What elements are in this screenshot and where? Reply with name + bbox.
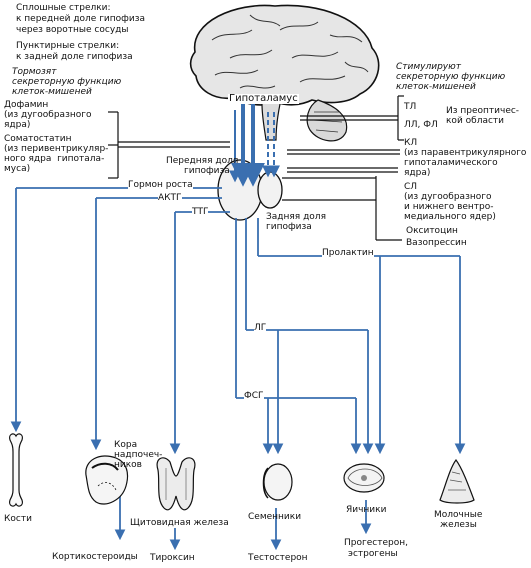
testis-icon	[262, 463, 293, 501]
hormone-lines	[10, 187, 466, 551]
prolactin-label: Пролактин	[322, 248, 374, 258]
sl-label: СЛ	[404, 182, 418, 192]
vasopressin-label: Вазопрессин	[406, 238, 467, 248]
mammary-label: Молочные	[434, 510, 483, 520]
ovaries-label: Яичники	[346, 505, 387, 515]
somatostatin-line3: ного ядра гипотала-	[4, 154, 105, 164]
hypothalamus-label: Гипоталамус	[228, 93, 299, 104]
tl-label: ТЛ	[404, 102, 417, 112]
stimulate-heading1: Стимулируют	[396, 62, 461, 72]
inhibit-heading2: секреторную функцию	[12, 77, 122, 87]
adrenal-label3: ников	[114, 460, 142, 470]
inhibit-connectors	[108, 111, 230, 179]
posterior-lobe-label: Задняя доля	[266, 212, 326, 222]
sl-line3: и нижнего вентро-	[404, 202, 494, 212]
sl-line4: медиального ядер)	[404, 212, 496, 222]
stimulate-connectors	[282, 95, 404, 241]
somatostatin-line4: муса)	[4, 164, 31, 174]
legend-solid-line2: через воротные сосуды	[16, 25, 129, 35]
adrenal-label: Кора	[114, 440, 138, 450]
lh-label: ЛГ	[254, 323, 267, 333]
ll-fl-label: ЛЛ, ФЛ	[404, 120, 438, 130]
posterior-lobe-label2: гипофиза	[266, 222, 312, 232]
kl-line4: ядра)	[404, 168, 431, 178]
growth-hormone-label: Гормон роста	[128, 180, 193, 190]
adrenal-label2: надпочеч-	[114, 450, 163, 460]
stimulate-heading2: секреторную функцию	[396, 72, 506, 82]
dopamine-line3: ядра)	[4, 120, 31, 130]
legend-solid-title: Сплошные стрелки:	[16, 3, 111, 13]
thyroxine-label: Тироксин	[150, 553, 195, 563]
inhibit-heading1: Тормозят	[12, 67, 57, 77]
bone-icon	[9, 433, 23, 507]
corticosteroids-label: Кортикостероиды	[52, 552, 138, 562]
adrenal-icon	[85, 455, 129, 505]
anterior-lobe-label2: гипофиза	[184, 166, 230, 176]
legend-solid-line1: к передней доле гипофиза	[16, 14, 146, 24]
portal-arrows	[229, 100, 265, 187]
preoptic-line2: кой области	[446, 116, 505, 126]
tsh-label: ТТГ	[192, 207, 209, 217]
kl-label: КЛ	[404, 138, 418, 148]
estrogens-label: эстрогены	[348, 549, 398, 559]
somatostatin-label: Соматостатин	[4, 134, 72, 144]
preoptic-line1: Из преоптичес-	[446, 106, 520, 116]
thyroid-icon	[156, 457, 196, 511]
stimulate-heading3: клеток-мишеней	[396, 82, 476, 92]
fsh-label: ФСГ	[244, 391, 264, 401]
sl-line2: (из дугообразного	[404, 192, 492, 202]
oxytocin-label: Окситоцин	[406, 226, 458, 236]
testosterone-label: Тестостерон	[248, 553, 308, 563]
acth-label: АКТГ	[158, 193, 182, 203]
thyroid-label: Щитовидная железа	[130, 518, 229, 528]
legend-dashed-title: Пунктирные стрелки:	[16, 41, 120, 51]
kl-line3: гипоталамического	[404, 158, 498, 168]
progesterone-label: Прогестерон,	[344, 538, 408, 548]
legend-dashed-line1: к задней доле гипофиза	[16, 52, 133, 62]
kl-line2: (из паравентрикулярного	[404, 148, 527, 158]
dopamine-label: Дофамин	[4, 100, 49, 110]
bones-label: Кости	[4, 514, 32, 524]
anterior-lobe-label: Передняя доля	[166, 156, 239, 166]
mammary-icon	[439, 458, 475, 504]
somatostatin-line2: (из перивентрикуляр-	[4, 144, 109, 154]
dopamine-line2: (из дугообразного	[4, 110, 92, 120]
mammary-label2: железы	[440, 520, 477, 530]
brain-icon	[189, 4, 380, 142]
posterior-dashed-arrows	[262, 112, 280, 178]
inhibit-heading3: клеток-мишеней	[12, 87, 92, 97]
ovary-icon	[343, 463, 385, 493]
testes-label: Семенники	[248, 512, 302, 522]
